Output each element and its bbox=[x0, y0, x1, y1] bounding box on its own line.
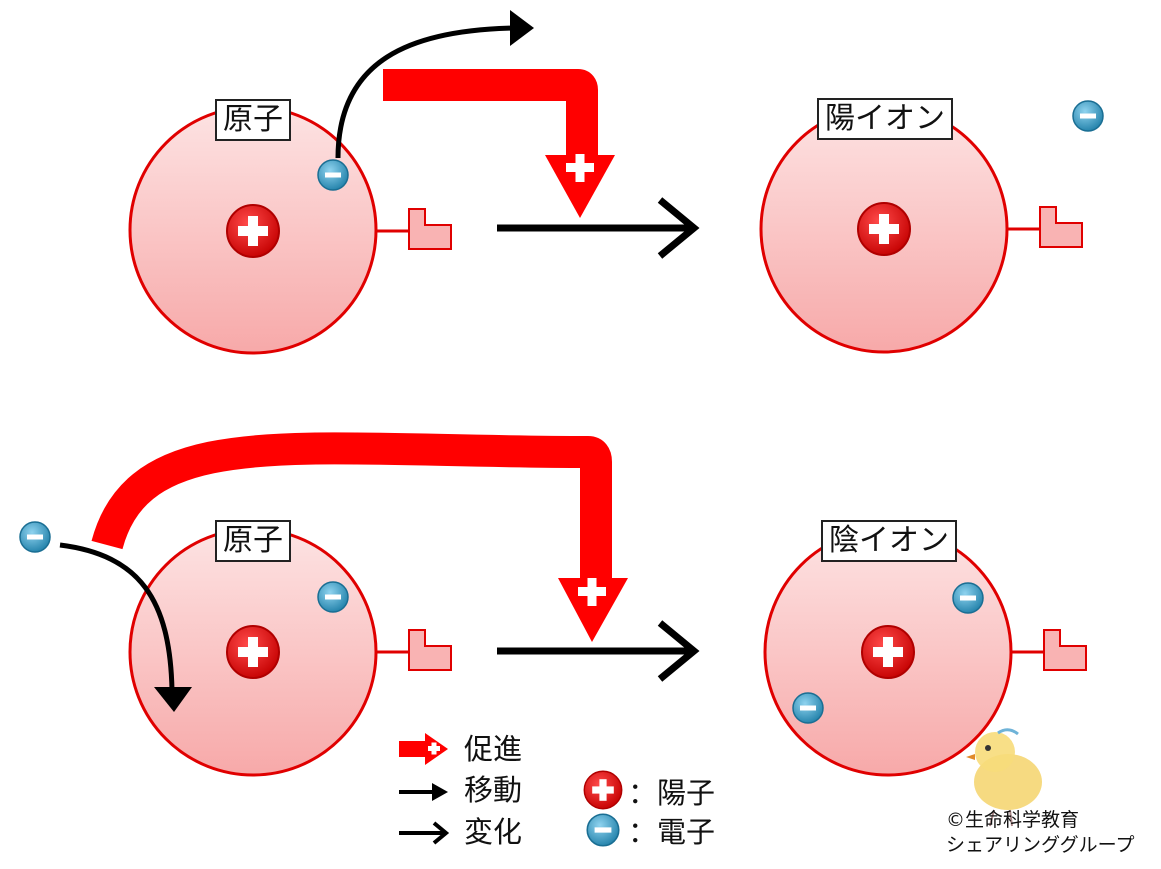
move-arrow-curve bbox=[335, 25, 516, 159]
legend-proton-text: ：陽子 bbox=[628, 776, 716, 810]
cation-label: 陽イオン bbox=[817, 98, 953, 140]
legend-change-text: 変化 bbox=[464, 815, 523, 849]
legend-promote-text: 促進 bbox=[464, 732, 523, 766]
move-arrow-curve-bottom bbox=[59, 542, 175, 691]
change-arrow-top-head bbox=[657, 197, 700, 259]
l-shape-marker bbox=[408, 208, 452, 250]
l-shape-marker bbox=[1043, 629, 1087, 671]
electron-icon bbox=[792, 692, 824, 724]
move-arrow-head bbox=[510, 10, 534, 46]
legend-change-icon bbox=[399, 821, 450, 845]
legend-electron-icon bbox=[586, 813, 620, 847]
electron-icon bbox=[19, 521, 51, 553]
legend-electron-text: ：電子 bbox=[628, 815, 716, 849]
promote-arrow-top-head bbox=[545, 155, 615, 218]
promote-plus-v bbox=[587, 578, 597, 606]
electron-icon bbox=[952, 582, 984, 614]
legend-promote-icon bbox=[399, 733, 448, 765]
chick-logo bbox=[966, 728, 1042, 827]
promote-arrow-top bbox=[383, 69, 598, 160]
atom-top-label: 原子 bbox=[215, 99, 291, 141]
proton-icon bbox=[857, 202, 911, 256]
electron-icon bbox=[317, 159, 349, 191]
anion-label: 陰イオン bbox=[821, 520, 957, 562]
credit-line-2: シェアリンググループ bbox=[946, 834, 1135, 856]
legend-move-text: 移動 bbox=[464, 773, 523, 807]
atom-bottom-label: 原子 bbox=[215, 520, 291, 562]
move-arrow-bottom-head bbox=[154, 687, 192, 712]
l-shape-marker bbox=[1039, 206, 1083, 248]
electron-icon bbox=[317, 581, 349, 613]
credit-line-1: ©生命科学教育 bbox=[946, 809, 1080, 831]
proton-icon bbox=[861, 625, 915, 679]
electron-icon bbox=[1072, 100, 1104, 132]
promote-arrow-bottom-head bbox=[558, 578, 628, 642]
legend-proton-icon bbox=[583, 770, 623, 810]
promote-arrow-bottom bbox=[91, 432, 612, 582]
promote-plus-v bbox=[575, 154, 585, 182]
proton-icon bbox=[226, 204, 280, 258]
l-shape-marker bbox=[408, 629, 452, 671]
legend-move-icon bbox=[399, 783, 448, 801]
proton-icon bbox=[226, 625, 280, 679]
change-arrow-bottom-head bbox=[657, 620, 700, 682]
